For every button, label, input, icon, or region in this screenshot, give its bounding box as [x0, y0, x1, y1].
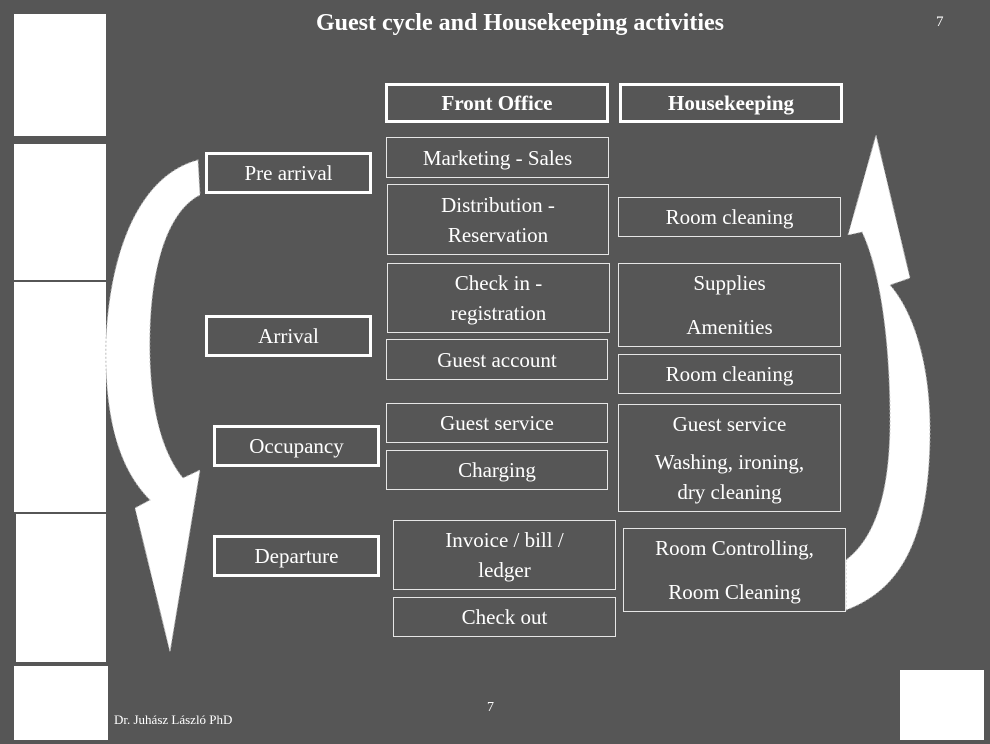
- fo-distribution-reservation: Distribution - Reservation: [387, 184, 609, 255]
- page-number-top: 7: [936, 14, 944, 30]
- left-white-block-1: [14, 14, 106, 136]
- front-office-header: Front Office: [385, 83, 609, 123]
- stage-occupancy-label: Occupancy: [249, 434, 344, 458]
- housekeeping-header-label: Housekeeping: [667, 91, 795, 115]
- fo-distribution-line1: Distribution -: [441, 192, 555, 217]
- page-title: Guest cycle and Housekeeping activities: [316, 10, 724, 36]
- fo-guest-account: Guest account: [386, 339, 608, 380]
- hk-room-cleaning-2-label: Room cleaning: [665, 362, 794, 386]
- hk-washing-line2: dry cleaning: [677, 480, 782, 504]
- fo-invoice-line2: ledger: [478, 558, 531, 582]
- fo-marketing-sales-label: Marketing - Sales: [422, 145, 573, 170]
- stage-arrival-label: Arrival: [258, 324, 319, 348]
- fo-guest-service: Guest service: [386, 403, 608, 443]
- fo-marketing-sales: Marketing - Sales: [386, 137, 609, 178]
- fo-check-in-line2: registration: [450, 301, 547, 325]
- fo-guest-account-label: Guest account: [437, 347, 557, 372]
- hk-supplies-label: Supplies: [693, 271, 766, 295]
- hk-room-cleaning-3-label: Room Cleaning: [668, 580, 801, 604]
- fo-distribution-line2: Reservation: [447, 222, 549, 247]
- right-white-block: [900, 670, 984, 740]
- hk-room-cleaning-1: Room cleaning: [618, 197, 841, 237]
- fo-charging: Charging: [386, 450, 608, 490]
- stage-pre-arrival-label: Pre arrival: [244, 161, 333, 185]
- hk-room-cleaning-1-label: Room cleaning: [665, 205, 794, 229]
- fo-check-out-label: Check out: [461, 605, 548, 629]
- fo-invoice-bill-ledger: Invoice / bill / ledger: [393, 520, 616, 590]
- housekeeping-header: Housekeeping: [619, 83, 843, 123]
- page-number-bottom: 7: [487, 700, 494, 715]
- hk-guest-service-washing: Guest service Washing, ironing, dry clea…: [618, 404, 841, 512]
- left-white-block-4: [16, 514, 106, 662]
- stage-pre-arrival: Pre arrival: [205, 152, 372, 194]
- left-white-block-5: [14, 666, 108, 740]
- hk-amenities-label: Amenities: [686, 315, 773, 339]
- fo-invoice-line1: Invoice / bill /: [445, 528, 564, 552]
- right-up-arrow: [845, 133, 931, 611]
- hk-room-cleaning-2: Room cleaning: [618, 354, 841, 394]
- left-white-block-3: [14, 282, 106, 512]
- fo-charging-label: Charging: [458, 458, 536, 482]
- fo-check-in-line1: Check in -: [454, 271, 543, 295]
- fo-guest-service-label: Guest service: [440, 411, 554, 435]
- stage-occupancy: Occupancy: [213, 425, 380, 467]
- hk-washing-line1: Washing, ironing,: [654, 450, 805, 474]
- stage-arrival: Arrival: [205, 315, 372, 357]
- left-white-block-2: [14, 144, 106, 280]
- hk-guest-service-label: Guest service: [672, 412, 787, 436]
- hk-room-controlling-cleaning: Room Controlling, Room Cleaning: [623, 528, 846, 612]
- author-credit: Dr. Juhász László PhD: [114, 712, 233, 727]
- front-office-header-label: Front Office: [441, 91, 553, 115]
- hk-room-controlling-label: Room Controlling,: [655, 536, 814, 560]
- fo-check-out: Check out: [393, 597, 616, 637]
- fo-check-in-registration: Check in - registration: [387, 263, 610, 333]
- stage-departure-label: Departure: [254, 544, 339, 568]
- stage-departure: Departure: [213, 535, 380, 577]
- left-down-arrow: [105, 159, 201, 653]
- hk-supplies-amenities: Supplies Amenities: [618, 263, 841, 347]
